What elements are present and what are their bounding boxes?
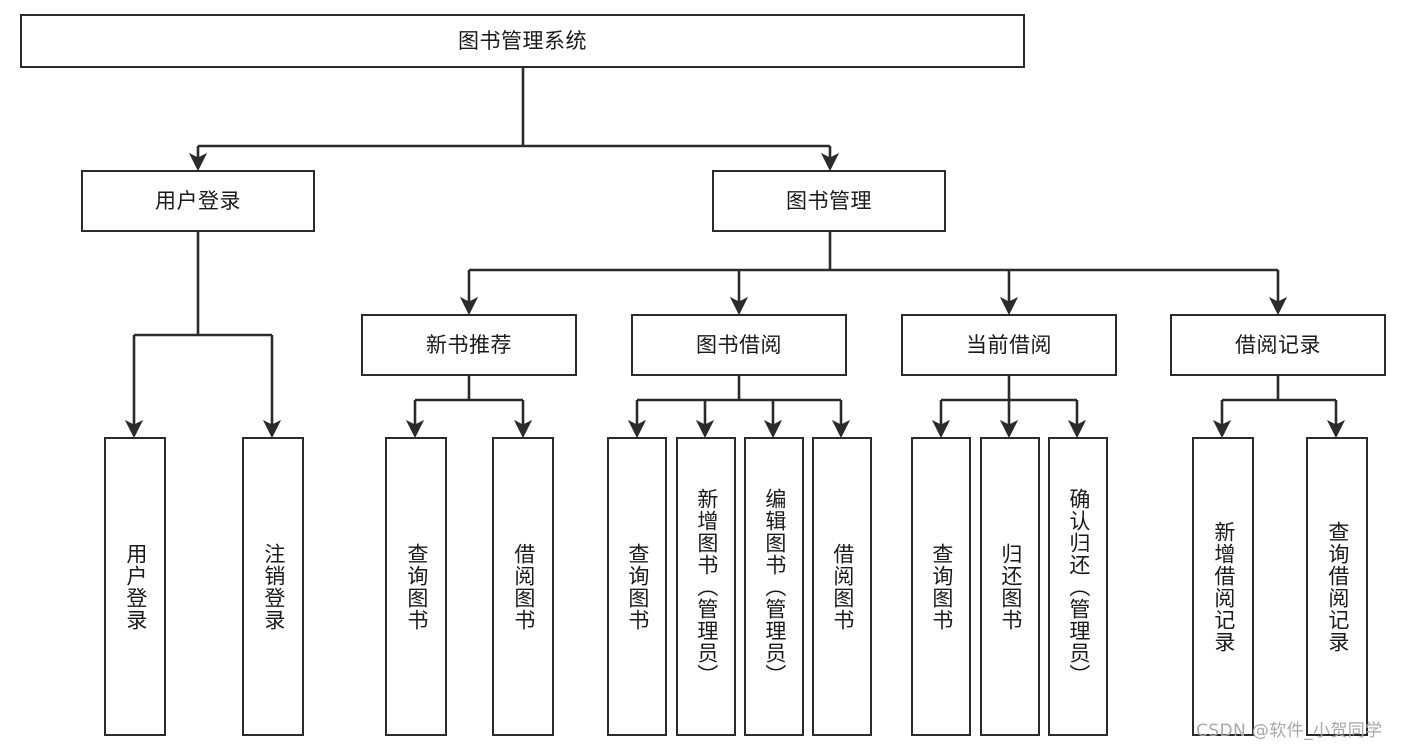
node-user-login[interactable]: 用户登录 — [81, 170, 315, 232]
node-borrow-record[interactable]: 借阅记录 — [1170, 314, 1386, 376]
node-label: 图书管理 — [786, 188, 872, 213]
node-label: 编辑图书（管理员） — [762, 487, 787, 686]
node-label: 当前借阅 — [966, 332, 1052, 357]
node-label: 图书借阅 — [696, 332, 782, 357]
leaf-user-login[interactable]: 用户登录 — [104, 437, 166, 736]
leaf-logout-login[interactable]: 注销登录 — [242, 437, 304, 736]
leaf-borrow-book-book-borrow[interactable]: 借阅图书 — [812, 437, 872, 736]
node-label: 用户登录 — [123, 542, 148, 631]
node-label: 借阅图书 — [830, 542, 855, 631]
node-new-book-recommend[interactable]: 新书推荐 — [361, 314, 577, 376]
leaf-edit-book-admin[interactable]: 编辑图书（管理员） — [744, 437, 804, 736]
leaf-confirm-return-admin[interactable]: 确认归还（管理员） — [1048, 437, 1108, 736]
node-label: 新增图书（管理员） — [694, 487, 719, 686]
node-root-book-management-system[interactable]: 图书管理系统 — [20, 14, 1025, 68]
leaf-add-borrow-record[interactable]: 新增借阅记录 — [1192, 437, 1254, 736]
node-label: 查询借阅记录 — [1325, 520, 1350, 653]
node-label: 新书推荐 — [426, 332, 512, 357]
csdn-watermark: CSDN @软件_小贺同学 — [1196, 721, 1383, 741]
leaf-query-borrow-record[interactable]: 查询借阅记录 — [1306, 437, 1368, 736]
node-label: 确认归还（管理员） — [1066, 487, 1091, 686]
node-label: 查询图书 — [625, 542, 650, 631]
leaf-query-book-book-borrow[interactable]: 查询图书 — [607, 437, 667, 736]
node-label: 用户登录 — [155, 188, 241, 213]
node-label: 归还图书 — [998, 542, 1023, 631]
node-label: 查询图书 — [404, 542, 429, 631]
node-label: 注销登录 — [261, 542, 286, 631]
leaf-return-book[interactable]: 归还图书 — [980, 437, 1040, 736]
leaf-query-book-new-book[interactable]: 查询图书 — [385, 437, 447, 736]
node-label: 新增借阅记录 — [1211, 520, 1236, 653]
node-label: 借阅图书 — [511, 542, 536, 631]
node-book-management[interactable]: 图书管理 — [712, 170, 946, 232]
node-label: 查询图书 — [929, 542, 954, 631]
leaf-query-book-current-borrow[interactable]: 查询图书 — [911, 437, 971, 736]
node-label: 图书管理系统 — [458, 28, 587, 53]
node-book-borrow[interactable]: 图书借阅 — [631, 314, 847, 376]
leaf-borrow-book-new-book[interactable]: 借阅图书 — [492, 437, 554, 736]
node-label: 借阅记录 — [1235, 332, 1321, 357]
leaf-add-book-admin[interactable]: 新增图书（管理员） — [676, 437, 736, 736]
node-current-borrow[interactable]: 当前借阅 — [901, 314, 1117, 376]
